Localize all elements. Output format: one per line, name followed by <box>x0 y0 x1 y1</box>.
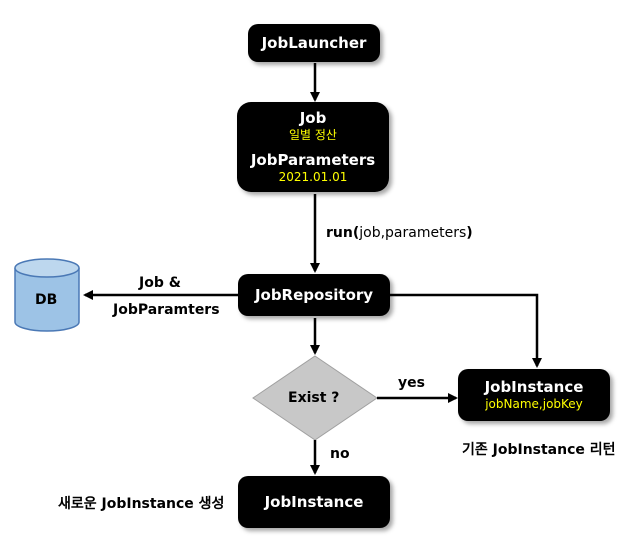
db-edge-label-line1: Job & <box>139 275 181 291</box>
job-repository-node: JobRepository <box>238 274 390 316</box>
job-node: Job 일별 정산 JobParameters 2021.01.01 <box>237 102 389 192</box>
no-label: no <box>330 446 350 462</box>
db-edge-label-line2: JobParamters <box>113 302 220 318</box>
run-method: run <box>326 225 353 241</box>
job-launcher-label: JobLauncher <box>261 34 367 52</box>
run-edge-label: run(job,parameters) <box>326 225 473 241</box>
new-job-instance-node: JobInstance <box>238 476 390 528</box>
job-title: Job <box>299 109 327 127</box>
job-subtitle: 일별 정산 <box>289 128 337 142</box>
db-label: DB <box>35 292 58 308</box>
existing-job-instance-detail: jobName,jobKey <box>485 397 583 411</box>
yes-label: yes <box>398 375 425 391</box>
new-create-annotation: 새로운 JobInstance 생성 <box>58 496 225 512</box>
existing-job-instance-title: JobInstance <box>484 378 584 396</box>
existing-return-annotation: 기존 JobInstance 리턴 <box>462 442 616 458</box>
db-cylinder-icon <box>14 258 80 332</box>
existing-job-instance-node: JobInstance jobName,jobKey <box>458 369 610 421</box>
job-parameters-title: JobParameters <box>250 151 376 169</box>
run-args: job,parameters <box>359 225 467 241</box>
decision-label: Exist ? <box>288 390 340 406</box>
job-repository-label: JobRepository <box>254 286 374 304</box>
new-job-instance-label: JobInstance <box>264 493 364 511</box>
job-launcher-node: JobLauncher <box>248 24 380 62</box>
job-parameters-value: 2021.01.01 <box>278 170 348 184</box>
arrow-repository-to-existing-instance <box>390 293 542 368</box>
